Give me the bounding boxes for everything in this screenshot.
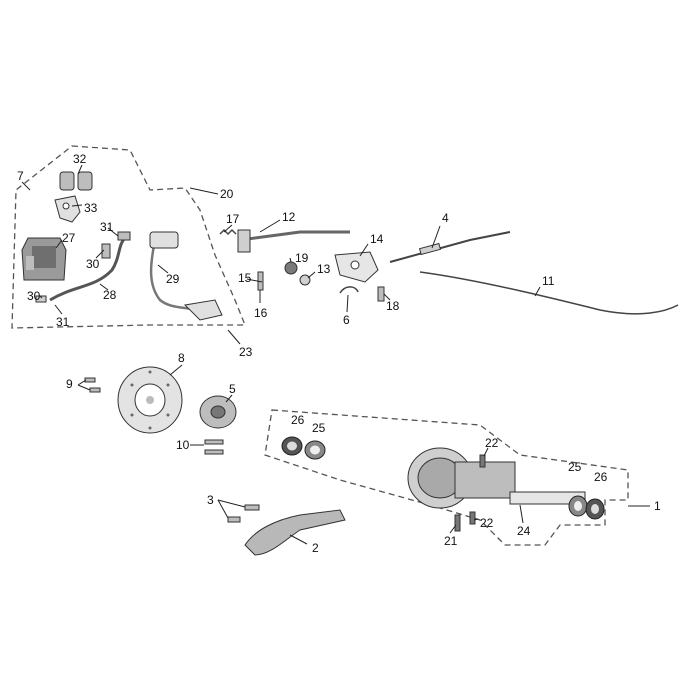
bearing-25-left — [304, 440, 326, 460]
callout-22-top: 22 — [485, 436, 499, 450]
callout-18: 18 — [386, 299, 400, 313]
callout-29: 29 — [166, 272, 180, 286]
bracket-23 — [183, 299, 223, 321]
callout-23: 23 — [239, 345, 253, 359]
callout-11: 11 — [542, 274, 555, 288]
callout-labels: 1 2 3 4 5 6 7 8 9 10 11 12 13 14 15 16 1… — [17, 152, 661, 555]
pivot-13 — [299, 274, 311, 286]
callout-25-right: 25 — [568, 460, 582, 474]
axle-24 — [509, 491, 586, 505]
group-outline-rear-axle — [264, 409, 629, 546]
banjo-bolt-31 — [101, 243, 111, 259]
callout-33: 33 — [84, 201, 98, 215]
callout-31-upper: 31 — [100, 220, 114, 234]
callout-13: 13 — [317, 262, 331, 276]
bolts-3 — [227, 504, 260, 523]
bolt-18 — [377, 286, 385, 302]
callout-15: 15 — [238, 271, 252, 285]
callout-10: 10 — [176, 438, 190, 452]
callout-8: 8 — [178, 351, 185, 365]
callout-14: 14 — [370, 232, 384, 246]
cable-11 — [419, 271, 679, 315]
callout-30-lower: 30 — [27, 289, 41, 303]
callout-9: 9 — [66, 377, 73, 391]
bracket-14 — [334, 251, 379, 283]
callout-19: 19 — [295, 251, 309, 265]
callout-4: 4 — [442, 211, 449, 225]
callout-26-right: 26 — [594, 470, 608, 484]
brake-pads-32 — [59, 171, 93, 191]
seal-26-left — [281, 436, 303, 456]
caliper-bracket-33 — [54, 195, 81, 223]
brake-drum-1 — [407, 447, 516, 509]
callout-24: 24 — [517, 524, 531, 538]
chain-guard-2 — [244, 509, 346, 556]
callout-30-upper: 30 — [86, 257, 100, 271]
callout-1: 1 — [654, 499, 661, 513]
seal-26-right — [585, 498, 605, 520]
callout-20: 20 — [220, 187, 234, 201]
studs-22 — [469, 454, 486, 525]
group-outline-caliper — [11, 145, 246, 329]
callout-16: 16 — [254, 306, 268, 320]
bolts-9 — [84, 377, 101, 393]
callout-25-left: 25 — [312, 421, 326, 435]
callout-17: 17 — [226, 212, 240, 226]
bleed-screw-30 — [35, 295, 47, 303]
callout-21: 21 — [444, 534, 458, 548]
spring-17 — [219, 228, 237, 236]
brake-disc-8 — [117, 366, 183, 434]
leader-lines — [21, 164, 650, 545]
bolt-21 — [454, 514, 461, 532]
bolts-10 — [204, 439, 224, 455]
callout-28: 28 — [103, 288, 117, 302]
callout-27: 27 — [62, 231, 76, 245]
callout-7: 7 — [17, 169, 24, 183]
callout-32: 32 — [73, 152, 87, 166]
cable-4 — [389, 231, 511, 263]
callout-6: 6 — [343, 313, 350, 327]
callout-12: 12 — [282, 210, 296, 224]
callout-31-lower: 31 — [56, 315, 70, 329]
brake-caliper-27 — [21, 237, 67, 281]
clip-6 — [339, 286, 359, 294]
callout-3: 3 — [207, 493, 214, 507]
bearing-25-right — [568, 495, 588, 517]
hub-5 — [199, 395, 237, 429]
callout-22-bottom: 22 — [480, 516, 494, 530]
callout-2: 2 — [312, 541, 319, 555]
callout-26-left: 26 — [291, 413, 305, 427]
brake-pedal-12 — [237, 229, 350, 253]
callout-5: 5 — [229, 382, 236, 396]
